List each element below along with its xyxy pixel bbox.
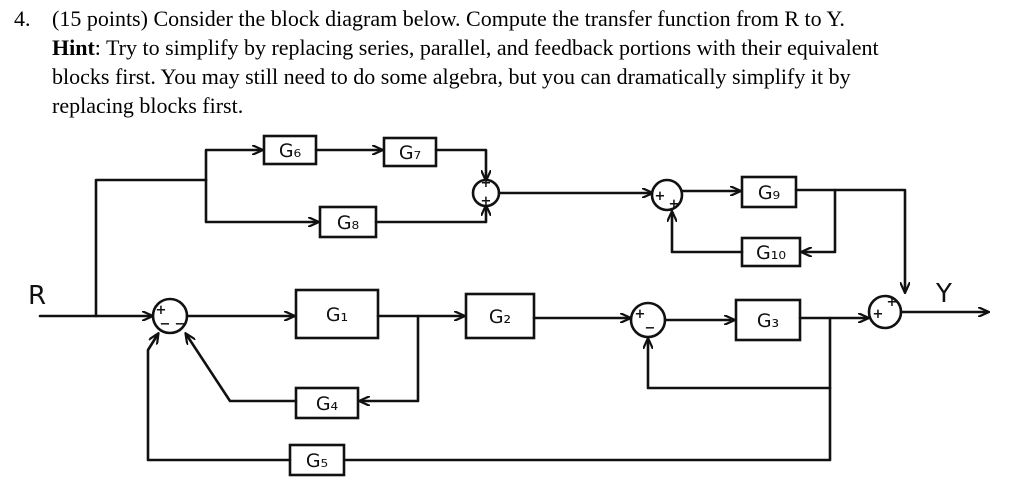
sum-2-sign-bottom: − <box>645 321 656 336</box>
sum-out-sign-top: + <box>887 295 898 310</box>
block-g8 <box>318 205 378 239</box>
wire-g7-to-sum-a <box>434 148 486 180</box>
hint-label: Hint <box>52 35 95 60</box>
wire-g9-to-g10 <box>802 188 837 252</box>
wire-r-branch-up <box>94 178 208 318</box>
wire-g3-feedback <box>648 316 832 390</box>
problem-line-4: replacing blocks first. <box>52 93 244 118</box>
block-g3-label: G₃ <box>757 310 779 332</box>
wire-g8-to-sum-a <box>374 206 486 224</box>
problem-line-3: blocks first. You may still need to do s… <box>52 64 851 89</box>
block-g7 <box>382 136 438 168</box>
hint-text: : Try to simplify by replacing series, p… <box>94 35 879 60</box>
block-g10-label: G₁₀ <box>756 242 786 264</box>
wire-g4-to-sum1 <box>186 334 298 403</box>
output-label-y: Y <box>935 279 952 309</box>
sum-a-sign-top: + <box>481 176 492 191</box>
sum-a-sign-bottom: + <box>481 194 492 209</box>
problem-line-2: Hint: Try to simplify by replacing serie… <box>14 33 1014 62</box>
block-g5-label: G₅ <box>306 450 328 472</box>
sum-out-sign-left: + <box>873 307 884 322</box>
input-label-r: R <box>28 281 46 311</box>
block-g9 <box>740 175 798 209</box>
block-g4 <box>294 386 360 420</box>
sum-2-sign-left: + <box>635 307 646 322</box>
block-g10 <box>740 236 802 268</box>
wire-g9-to-output-sum <box>794 188 905 292</box>
sum-1-sign-bottom-b: − <box>175 317 186 332</box>
block-g2-label: G₂ <box>489 306 511 328</box>
sum-1-sign-left: + <box>156 303 167 318</box>
problem-text-1: (15 points) Consider the block diagram b… <box>52 6 845 31</box>
block-g9-label: G₉ <box>758 182 780 204</box>
wire-to-g8 <box>204 178 318 222</box>
wire-to-g6 <box>204 150 262 182</box>
block-g2 <box>464 292 536 340</box>
wire-g5-to-sum1 <box>146 334 292 462</box>
problem-statement: 4. (15 points) Consider the block diagram… <box>14 4 1014 120</box>
block-g4-label: G₄ <box>316 393 339 415</box>
block-g1 <box>294 288 380 340</box>
problem-line-1: 4. (15 points) Consider the block diagram… <box>14 4 1014 33</box>
block-g8-label: G₈ <box>337 212 359 234</box>
wire-g10-to-sum-b <box>672 212 744 254</box>
block-g3 <box>734 298 802 342</box>
block-g7-label: G₇ <box>399 142 421 164</box>
sum-b-sign-left: + <box>655 189 666 204</box>
wire-g1-to-g4 <box>360 314 420 401</box>
block-g5 <box>288 443 346 477</box>
sum-b-sign-bottom: + <box>669 197 680 212</box>
wire-output-to-g5 <box>344 386 832 462</box>
problem-number: 4. <box>14 6 31 31</box>
block-g1-label: G₁ <box>326 304 348 326</box>
block-g6-label: G₆ <box>279 140 301 162</box>
sum-1-sign-bottom-a: − <box>160 317 171 332</box>
